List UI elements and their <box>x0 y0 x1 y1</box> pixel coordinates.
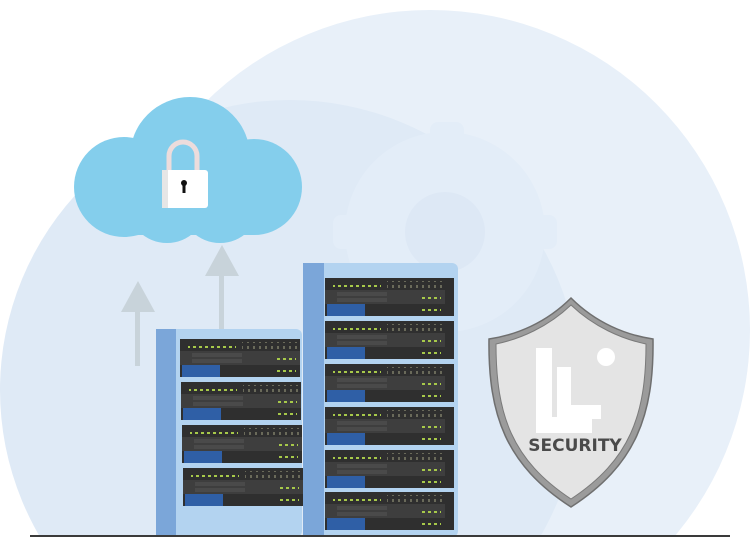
server-unit <box>325 278 445 316</box>
shield-icon <box>488 296 654 508</box>
server-unit <box>325 492 445 530</box>
server-unit <box>325 364 445 402</box>
cloud-icon <box>74 97 302 243</box>
server-unit <box>183 468 303 506</box>
ground-line <box>30 535 730 537</box>
server-unit <box>181 382 301 420</box>
upload-arrow-icon <box>121 281 155 366</box>
upload-arrow-icon <box>205 245 239 330</box>
server-unit <box>182 425 302 463</box>
security-label: SECURITY <box>528 436 622 456</box>
server-unit <box>325 321 445 359</box>
server-unit <box>325 450 445 488</box>
logo-icon <box>536 348 615 433</box>
padlock-icon <box>162 139 208 208</box>
server-unit <box>180 339 300 377</box>
server-unit <box>325 407 445 445</box>
